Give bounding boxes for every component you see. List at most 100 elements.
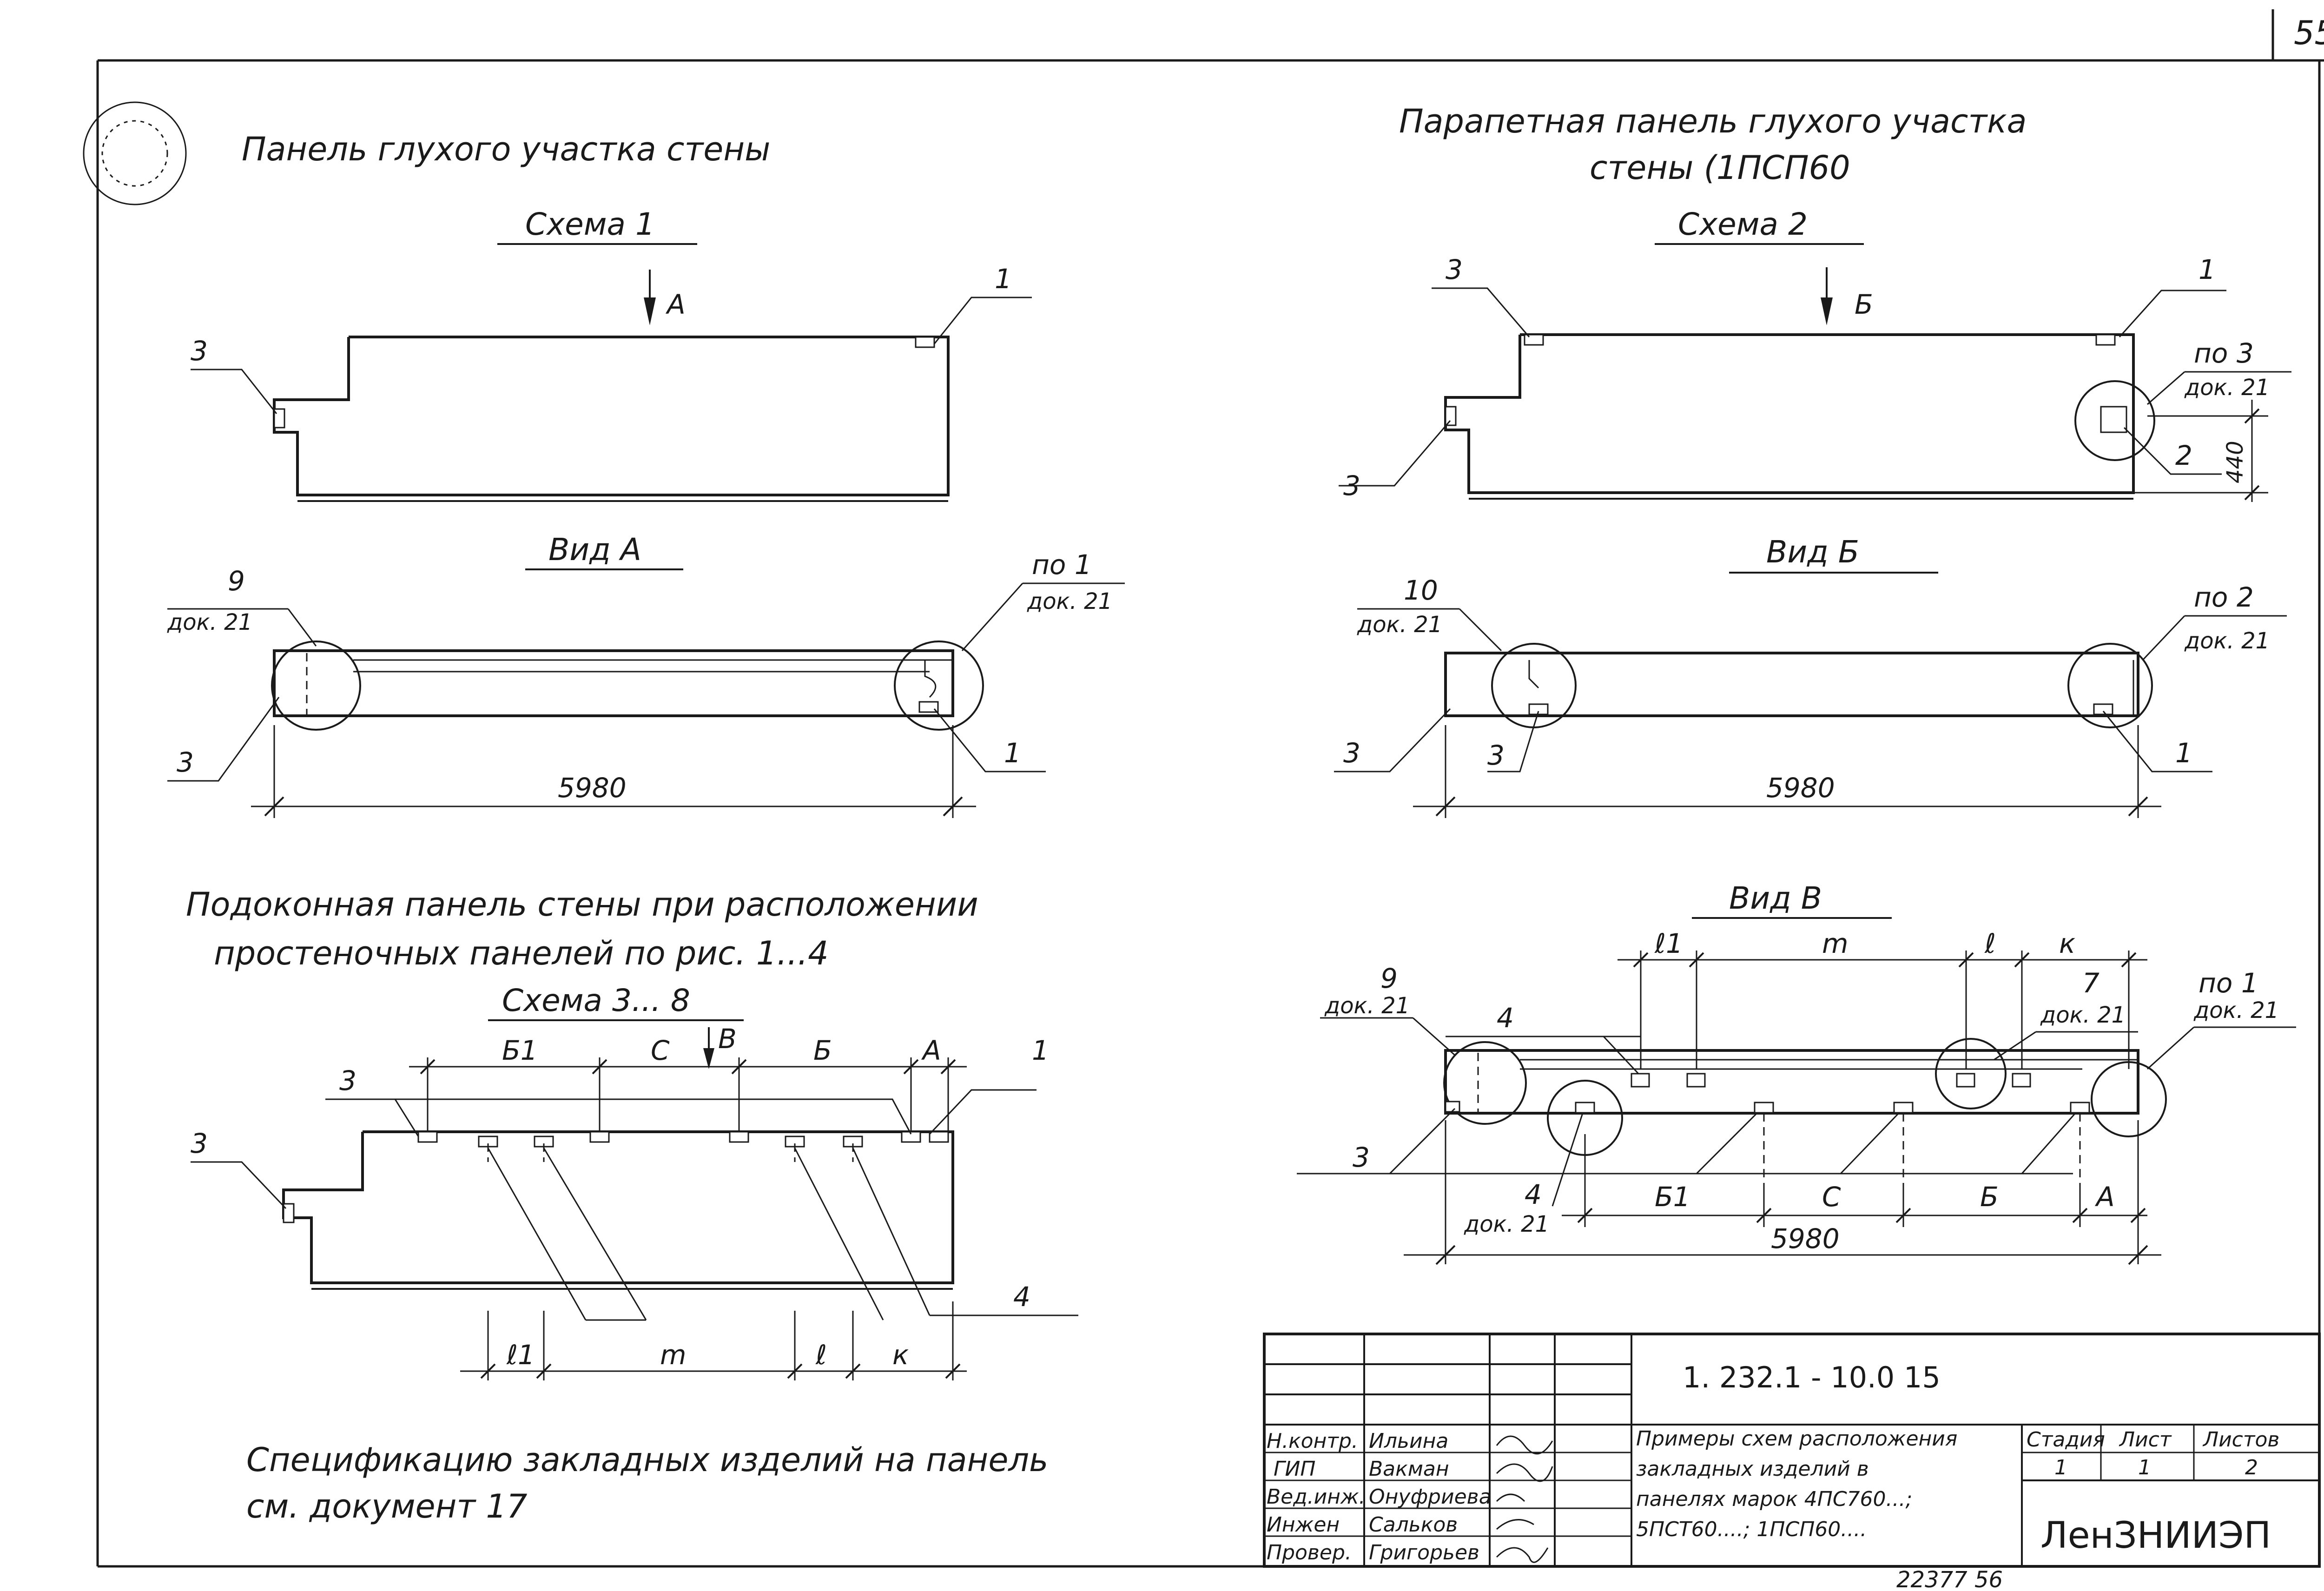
- dim-A-top: А: [921, 1035, 941, 1066]
- callout-7-viewV: 7: [2082, 967, 2100, 999]
- vv-dim-B: Б: [1980, 1181, 1999, 1213]
- tb-desc-3: 5ПСТ60....; 1ПСП60....: [1636, 1518, 1867, 1541]
- tb-name-1: Вакман: [1369, 1457, 1449, 1481]
- callout-9-viewV: 9: [1380, 963, 1398, 994]
- callout-3-scheme3-side: 3: [191, 1128, 208, 1159]
- dim-440-label: 440: [2222, 441, 2248, 483]
- callout-3-viewV: 3: [1353, 1142, 1370, 1173]
- tb-stage-val: 1: [2054, 1456, 2067, 1479]
- scheme2-label: Схема 2: [1678, 206, 1808, 242]
- right-title-line2: стены (1ПСП60: [1590, 149, 1850, 187]
- callout-2-scheme2: 2: [2175, 440, 2192, 471]
- dim-l1-bottom: ℓ1: [506, 1339, 535, 1371]
- doc-code: 1. 232.1 - 10.0 15: [1683, 1360, 1941, 1394]
- callout-1-viewA: 1: [1004, 737, 1021, 769]
- dim-440: [2133, 400, 2268, 502]
- scheme3-top-dims: [409, 1057, 967, 1134]
- tb-org: ЛенЗНИИЭП: [2040, 1515, 2271, 1557]
- left-title2-line2: простеночных панелей по рис. 1...4: [214, 934, 829, 972]
- view-B-panel: [1444, 643, 2153, 728]
- scheme1-panel: [273, 336, 950, 502]
- tb-role-1: ГИП: [1274, 1457, 1316, 1481]
- callout-10: 10: [1404, 574, 1438, 606]
- callout-9-viewV-doc: док. 21: [1324, 993, 1410, 1019]
- callout-1-viewB: 1: [2175, 737, 2192, 769]
- tb-role-4: Провер.: [1267, 1541, 1352, 1565]
- callout-1-scheme3: 1: [1032, 1035, 1049, 1066]
- callout-po3-doc: док. 21: [2184, 375, 2270, 401]
- scheme3-panel: [282, 1130, 954, 1290]
- callout-3-scheme2-top: 3: [1446, 254, 1463, 285]
- tb-role-2: Вед.инж.: [1267, 1485, 1366, 1509]
- signatures: [1496, 1435, 1553, 1563]
- callout-4-viewV-bottom: 4: [1525, 1179, 1542, 1210]
- arrow-B-label: Б: [1855, 289, 1873, 320]
- vv-dim-m: m: [1822, 928, 1849, 959]
- callout-4-viewV: 4: [1497, 1002, 1514, 1034]
- callout-po1: по 1: [1032, 549, 1092, 581]
- tb-name-4: Григорьев: [1369, 1541, 1479, 1565]
- left-title: Панель глухого участка стены: [242, 130, 770, 168]
- tb-sheet-hdr: Лист: [2119, 1428, 2172, 1452]
- dim-5980-viewB: [1413, 725, 2161, 818]
- callout-3-viewB-left: 3: [1343, 737, 1360, 769]
- callout-3-viewA: 3: [177, 746, 194, 778]
- page-number: 55: [2294, 14, 2324, 52]
- callout-4-scheme3: 4: [1013, 1281, 1030, 1313]
- bottom-note: 22377 56: [1896, 1567, 2003, 1591]
- spec-line1: Спецификацию закладных изделий на панель: [246, 1441, 1048, 1479]
- callout-3-scheme2-side: 3: [1343, 470, 1360, 502]
- dim-m-bottom: m: [660, 1339, 687, 1371]
- callout-po2-doc: док. 21: [2184, 628, 2270, 654]
- arrow-A-label: А: [665, 289, 686, 320]
- tb-role-3: Инжен: [1267, 1513, 1340, 1537]
- vv-dim-C: С: [1822, 1181, 1841, 1213]
- scheme3-leaders: [487, 1148, 931, 1321]
- view-V-label: Вид В: [1729, 880, 1822, 916]
- dim-B-top: Б: [813, 1035, 832, 1066]
- vv-dim-A: А: [2094, 1181, 2115, 1213]
- dim-5980-right: 5980: [1766, 772, 1835, 804]
- callout-1-scheme1: 1: [995, 263, 1012, 295]
- tb-sheet-val: 1: [2138, 1456, 2151, 1479]
- spec-line2: см. документ 17: [246, 1487, 527, 1525]
- vv-dim-B1: Б1: [1655, 1181, 1690, 1213]
- tb-desc-0: Примеры схем расположения: [1636, 1427, 1957, 1451]
- callout-po1-viewV-doc: док. 21: [2193, 997, 2279, 1023]
- scheme3-label: Схема 3... 8: [502, 983, 690, 1018]
- viewV-panel: [1443, 1038, 2167, 1190]
- viewV-bottom-dims: [1404, 1120, 2161, 1265]
- dim-k-bottom: к: [892, 1339, 909, 1371]
- tb-desc-2: панелях марок 4ПС760...;: [1636, 1487, 1912, 1511]
- callout-3-scheme3-top: 3: [339, 1065, 357, 1096]
- tb-role-0: Н.контр.: [1267, 1429, 1358, 1453]
- callout-po1-viewV: по 1: [2199, 967, 2258, 999]
- callout-1-scheme2: 1: [2199, 254, 2216, 285]
- callout-3-scheme1: 3: [191, 335, 208, 367]
- dim-5980-viewA: [251, 725, 976, 818]
- callout-10-doc: док. 21: [1357, 612, 1442, 638]
- dim-l-bottom: ℓ: [815, 1339, 827, 1371]
- dim-5980-left: 5980: [558, 772, 627, 804]
- callout-po3: по 3: [2194, 337, 2254, 369]
- right-title-line1: Парапетная панель глухого участка: [1399, 102, 2027, 140]
- left-title2-line1: Подоконная панель стены при расположении: [186, 885, 978, 924]
- title-block: [1263, 1333, 2321, 1568]
- callout-9-doc: док. 21: [167, 609, 252, 635]
- vv-dim-5980: 5980: [1771, 1223, 1840, 1254]
- tb-name-3: Сальков: [1369, 1513, 1458, 1537]
- view-B-label: Вид Б: [1766, 534, 1859, 570]
- tb-name-0: Ильина: [1369, 1429, 1448, 1453]
- vv-dim-k: к: [2059, 928, 2075, 959]
- tb-sheets-val: 2: [2245, 1456, 2258, 1479]
- callout-po1-doc: док. 21: [1027, 588, 1112, 614]
- approval-stamp: [83, 101, 187, 205]
- tb-desc-1: закладных изделий в: [1636, 1457, 1869, 1481]
- arrow-V-label: В: [718, 1023, 737, 1055]
- scheme2-panel: [1444, 333, 2155, 500]
- callout-po2: по 2: [2194, 581, 2254, 613]
- callout-9: 9: [228, 565, 245, 597]
- dim-B1-top: Б1: [502, 1035, 538, 1066]
- scheme1-label: Схема 1: [525, 206, 655, 242]
